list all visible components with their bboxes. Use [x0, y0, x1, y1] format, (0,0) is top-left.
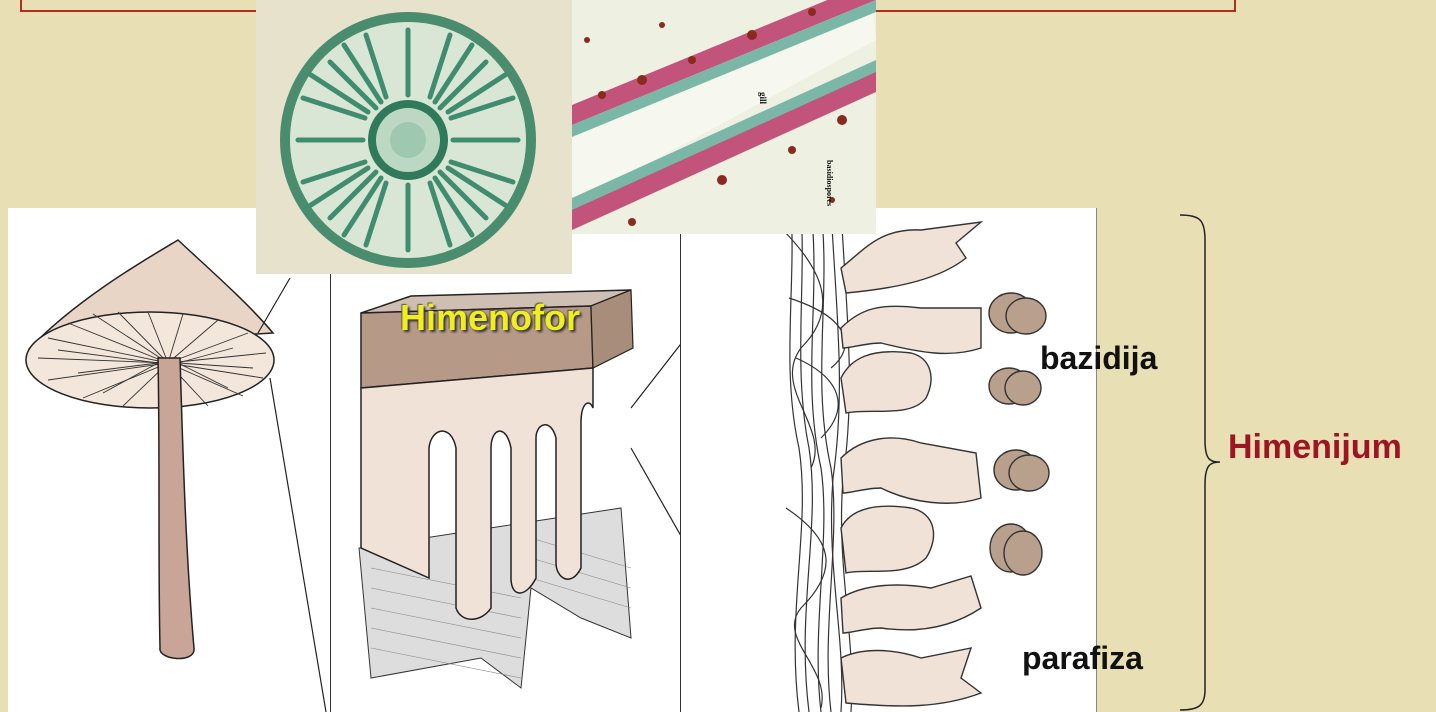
hymenium-panel [680, 208, 1097, 712]
gill-cross-section-photo [256, 0, 572, 274]
gill-stained-micrograph: gill basidiospores [572, 0, 876, 234]
parafiza-label: parafiza [1022, 640, 1143, 677]
gill-block-illustration [331, 208, 681, 712]
bazidija-label: bazidija [1040, 340, 1157, 377]
gill-block-panel [330, 208, 681, 712]
hymenium-illustration [681, 208, 1096, 712]
gill-micrograph-photo: gill basidiospores [572, 0, 876, 234]
mushroom-panel [8, 208, 330, 712]
himenofor-label: Himenofor [400, 297, 580, 339]
cross-section-micrograph [256, 0, 572, 274]
himenijum-label: Himenijum [1228, 428, 1402, 467]
gill-photo-gill-label: gill [758, 92, 768, 105]
mushroom-illustration [8, 208, 330, 712]
gill-photo-basidiospores-label: basidiospores [825, 160, 834, 206]
